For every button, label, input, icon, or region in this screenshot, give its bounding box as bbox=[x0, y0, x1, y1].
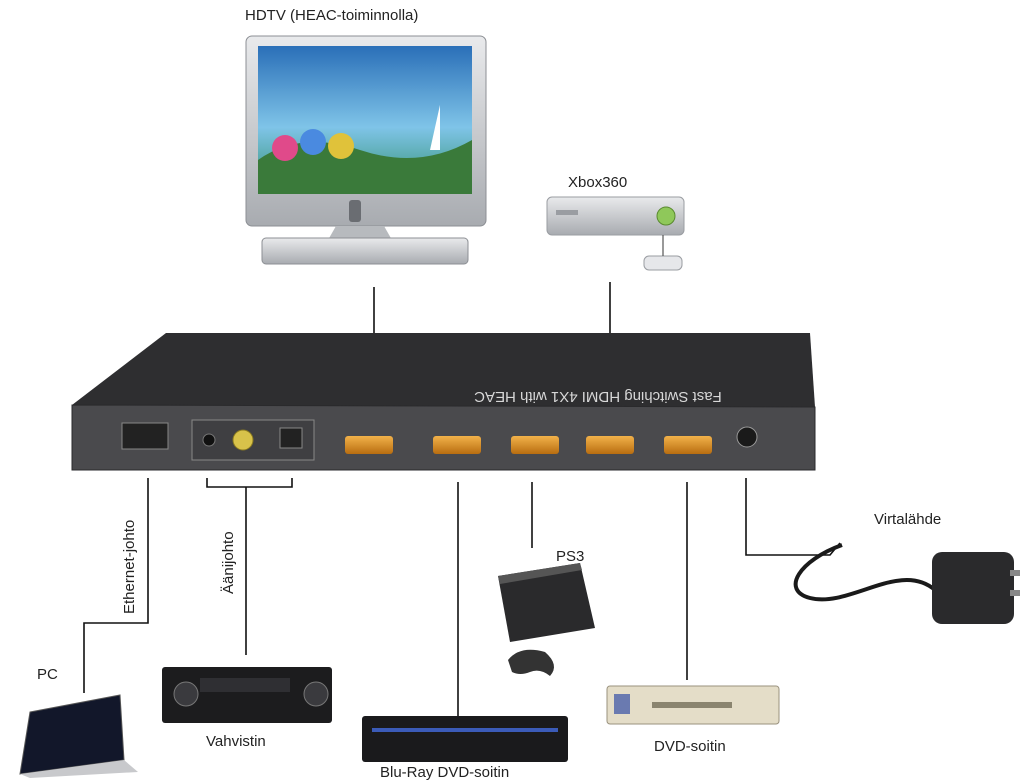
ethernet-cable-label: Ethernet-johto bbox=[121, 519, 138, 614]
hdmi-switch-icon: Fast Switching HDMI 4X1 with HEAC bbox=[71, 333, 816, 471]
hdtv-label: HDTV (HEAC-toiminnolla) bbox=[245, 7, 419, 24]
amplifier-label: Vahvistin bbox=[206, 733, 266, 750]
hdtv-icon bbox=[245, 35, 487, 265]
power-supply-label: Virtalähde bbox=[874, 511, 942, 528]
dvd-player-icon bbox=[606, 685, 780, 725]
xbox360-icon bbox=[546, 196, 685, 271]
ps3-label: PS3 bbox=[556, 548, 585, 565]
bluray-player-icon bbox=[362, 716, 568, 762]
ps3-icon bbox=[498, 563, 595, 676]
connection-lines bbox=[83, 282, 841, 718]
bluray-label: Blu-Ray DVD-soitin bbox=[380, 764, 510, 781]
switch-label: Fast Switching HDMI 4X1 with HEAC bbox=[474, 388, 722, 405]
xbox-label: Xbox360 bbox=[568, 174, 628, 191]
audio-cable-label: Äänijohto bbox=[220, 531, 237, 594]
amplifier-icon bbox=[162, 667, 332, 723]
power-adapter-icon bbox=[793, 543, 1020, 624]
laptop-icon bbox=[19, 694, 138, 778]
pc-label: PC bbox=[37, 666, 58, 683]
dvd-label: DVD-soitin bbox=[654, 738, 726, 755]
